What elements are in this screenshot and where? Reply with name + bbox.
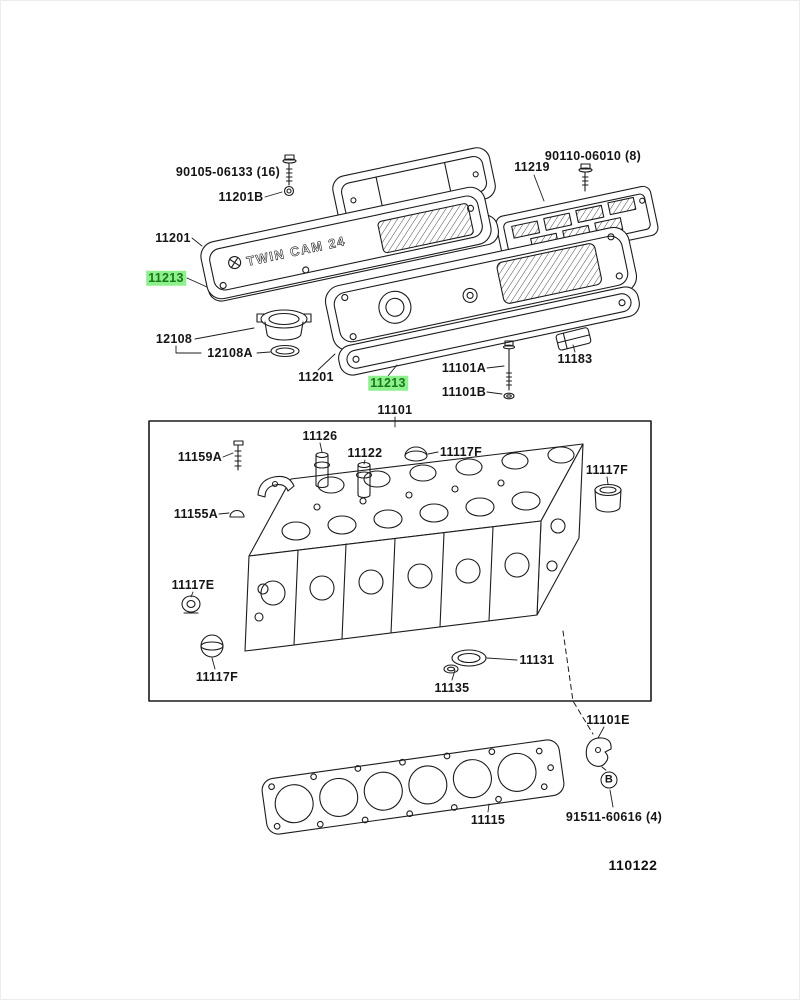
label-11201B[interactable]: 11201B bbox=[218, 189, 264, 204]
cover-gasket-lower-11213 bbox=[338, 286, 640, 376]
parts-group-box bbox=[148, 420, 652, 702]
bolt-90105-06133-icon bbox=[282, 154, 297, 186]
label-11101[interactable]: 11101 bbox=[377, 402, 413, 417]
label-11131[interactable]: 11131 bbox=[519, 652, 555, 667]
cushion-11183 bbox=[555, 327, 592, 351]
bolt-90110-06010-icon bbox=[578, 163, 593, 192]
label-11219[interactable]: 11219 bbox=[514, 159, 550, 174]
clamp-11101E-icon bbox=[585, 737, 612, 768]
label-11117F-right[interactable]: 11117F bbox=[585, 462, 629, 477]
label-11183[interactable]: 11183 bbox=[557, 351, 593, 366]
label-11126[interactable]: 11126 bbox=[302, 428, 338, 443]
plug-11117F-top-icon bbox=[404, 446, 428, 462]
valve-cover-11201-rear bbox=[324, 226, 638, 352]
seal-washer-11101B-icon bbox=[503, 392, 515, 400]
label-callout-B[interactable]: B bbox=[600, 771, 618, 789]
valve-cover-11201-front: TWIN CAM 24 bbox=[200, 186, 492, 300]
label-12108[interactable]: 12108 bbox=[155, 331, 193, 346]
bolt-11101A-icon bbox=[502, 340, 516, 391]
label-11117F-bottom[interactable]: 11117F bbox=[195, 669, 239, 684]
label-11101B[interactable]: 11101B bbox=[441, 384, 487, 399]
label-91511-60616[interactable]: 91511-60616 (4) bbox=[565, 809, 663, 824]
diagram-number: 110122 bbox=[608, 857, 658, 873]
leader-lines bbox=[175, 174, 614, 813]
label-11117E[interactable]: 11117E bbox=[171, 577, 215, 592]
cap-gasket-12108A bbox=[270, 344, 300, 358]
label-12108A[interactable]: 12108A bbox=[207, 345, 253, 360]
seal-ring-11131 bbox=[451, 649, 487, 667]
oil-filler-boss bbox=[378, 290, 412, 324]
label-90105-06133[interactable]: 90105-06133 (16) bbox=[175, 164, 281, 179]
label-90110-06010[interactable]: 90110-06010 (8) bbox=[544, 148, 642, 163]
semi-circular-plug-11155A bbox=[229, 509, 245, 518]
stud-bolt-11159A-icon bbox=[233, 440, 244, 471]
cover-logo-icon bbox=[228, 256, 242, 270]
bearing-cap-bracket bbox=[257, 475, 295, 498]
label-11213-upper[interactable]: 11213 bbox=[146, 270, 186, 286]
label-11101A[interactable]: 11101A bbox=[441, 360, 487, 375]
head-gasket-11115 bbox=[261, 739, 565, 835]
label-11155A[interactable]: 11155A bbox=[173, 506, 219, 521]
label-11159A[interactable]: 11159A bbox=[177, 449, 223, 464]
label-11122[interactable]: 11122 bbox=[347, 445, 383, 460]
label-11117F-top[interactable]: 11117F bbox=[439, 444, 483, 459]
dashed-reference-line bbox=[562, 630, 608, 772]
plug-11117F-bottom-icon bbox=[200, 634, 224, 658]
oil-filler-cap-12108 bbox=[256, 309, 312, 341]
plug-11117F-right-icon bbox=[594, 483, 622, 513]
label-11115[interactable]: 11115 bbox=[470, 812, 506, 827]
label-11201-lower[interactable]: 11201 bbox=[298, 369, 334, 384]
label-11213-lower[interactable]: 11213 bbox=[368, 375, 408, 391]
grommet-11201B-icon bbox=[283, 185, 295, 197]
label-11101E[interactable]: 11101E bbox=[586, 712, 630, 727]
label-11201-upper[interactable]: 11201 bbox=[155, 230, 191, 245]
valve-guide-11126 bbox=[313, 451, 331, 489]
cylinder-head-11101 bbox=[244, 443, 584, 652]
label-11135[interactable]: 11135 bbox=[434, 680, 470, 695]
